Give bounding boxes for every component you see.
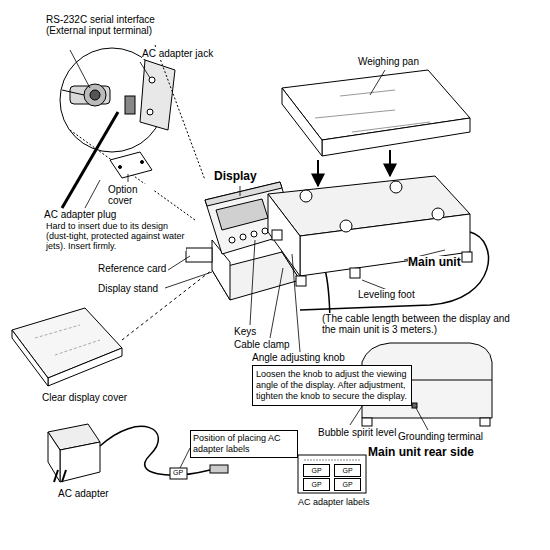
main-unit xyxy=(268,176,488,310)
heading-label: Display xyxy=(214,170,257,183)
option-cover xyxy=(110,152,152,178)
part-label: Weighing pan xyxy=(358,56,419,67)
heading-label: Main unit xyxy=(408,256,461,269)
label-cell: GP xyxy=(334,478,361,491)
node-text: GP xyxy=(305,466,328,475)
note-text: (The cable length between the display an… xyxy=(322,313,512,335)
label-cell: GP xyxy=(334,464,361,477)
weighing-pan xyxy=(282,70,470,156)
part-label: AC adapter plug xyxy=(44,209,116,220)
part-label: Reference card xyxy=(98,263,166,274)
part-label: RS-232C serial interface (External input… xyxy=(46,14,156,36)
part-label: AC adapter jack xyxy=(142,48,213,59)
part-label: Leveling foot xyxy=(358,289,415,300)
part-label: Clear display cover xyxy=(42,392,127,403)
node-text: GP xyxy=(336,480,359,489)
connector-inset xyxy=(60,45,205,220)
leader-lines xyxy=(70,50,445,468)
node-text: GP xyxy=(336,466,359,475)
label-cell: GP xyxy=(303,464,330,477)
part-label: Keys xyxy=(234,326,256,337)
note-box: Position of placing AC adapter labels xyxy=(190,430,298,458)
node-text: GP xyxy=(305,480,328,489)
part-label: Grounding terminal xyxy=(398,431,483,442)
part-label: Bubble spirit level xyxy=(318,427,396,438)
note-text: Hard to insert due to its design (dust-t… xyxy=(46,221,186,251)
node-text: Position of placing AC adapter labels xyxy=(193,433,295,455)
clear-cover xyxy=(12,270,212,386)
part-label: Cable clamp xyxy=(234,339,290,350)
label-sheet xyxy=(298,455,366,493)
part-label: AC adapter labels xyxy=(298,497,370,507)
node-text: Loosen the knob to adjust the viewing an… xyxy=(256,369,408,402)
part-label: Display stand xyxy=(98,283,158,294)
part-label: Angle adjusting knob xyxy=(252,352,345,363)
heading-label: Main unit rear side xyxy=(368,446,474,459)
part-label: Option cover xyxy=(108,184,153,206)
tag-text: GP xyxy=(173,469,183,477)
part-label: AC adapter xyxy=(58,488,109,499)
label-cell: GP xyxy=(303,478,330,491)
note-box: Loosen the knob to adjust the viewing an… xyxy=(252,365,412,406)
